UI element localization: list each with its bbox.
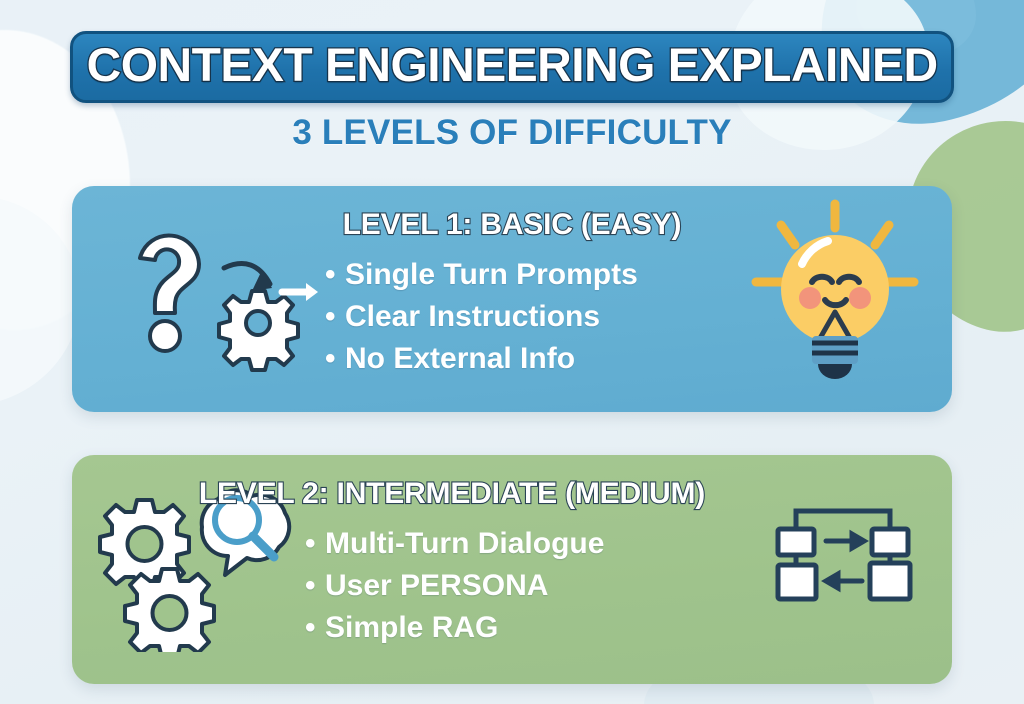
page-title: CONTEXT ENGINEERING EXPLAINED [85, 38, 939, 91]
header: CONTEXT ENGINEERING EXPLAINED 3 LEVELS O… [0, 0, 1024, 153]
list-item: No External Info [327, 338, 638, 380]
level-1-card: LEVEL 1: BASIC (EASY) Single Turn Prompt… [72, 186, 952, 412]
question-mark-gear-icon [110, 216, 320, 381]
page-subtitle: 3 LEVELS OF DIFFICULTY [292, 113, 732, 152]
level-2-bullet-list: Multi-Turn Dialogue User PERSONA Simple … [307, 523, 604, 649]
level-1-bullet-list: Single Turn Prompts Clear Instructions N… [327, 254, 638, 380]
level-2-heading: LEVEL 2: INTERMEDIATE (MEDIUM) [198, 476, 707, 511]
flowchart-icon [772, 503, 922, 613]
title-banner: CONTEXT ENGINEERING EXPLAINED [69, 31, 955, 103]
right-arrow-icon [278, 283, 318, 301]
list-item: User PERSONA [307, 565, 604, 607]
lightbulb-icon [740, 194, 930, 399]
level-2-card: LEVEL 2: INTERMEDIATE (MEDIUM) Multi-Tur… [72, 455, 952, 684]
list-item: Single Turn Prompts [327, 254, 638, 296]
list-item: Multi-Turn Dialogue [307, 523, 604, 565]
background-blob-white-left-lower [0, 196, 80, 406]
list-item: Clear Instructions [327, 296, 638, 338]
level-1-heading: LEVEL 1: BASIC (EASY) [342, 207, 683, 242]
list-item: Simple RAG [307, 607, 604, 649]
gears-search-bubble-icon [90, 477, 300, 660]
